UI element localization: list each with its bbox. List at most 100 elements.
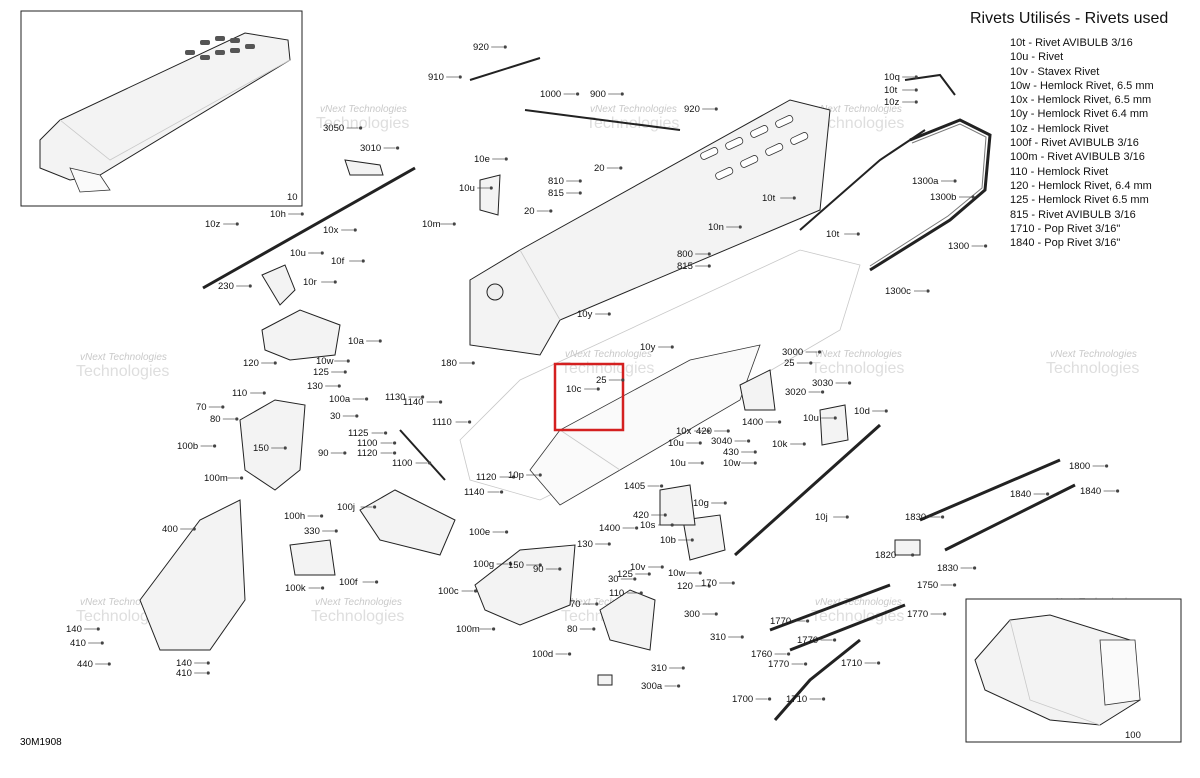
fastener-dot [361,259,365,263]
fastener-dot [607,542,611,546]
watermark-text: Technologies [811,608,904,625]
fastener-dot [941,515,945,519]
fastener-dot [973,566,977,570]
fastener-dot [971,195,975,199]
legend-item: 10u - Rivet [1010,51,1064,64]
callout-label: 10y [577,309,593,320]
rear-bumper [799,73,992,272]
fastener-dot [723,501,727,505]
callout-label: 330 [304,526,320,537]
fastener-dot [690,538,694,542]
fastener-dot [621,378,625,382]
fastener-dot [1116,489,1120,493]
fastener-dot [707,252,711,256]
callout-label: 1400 [599,523,620,534]
callout-label: 440 [77,659,93,670]
callout-label: 1710 [841,658,862,669]
callout-label: 1300b [930,192,956,203]
callout-label: 815 [548,188,564,199]
callout-label: 1770 [797,635,818,646]
fastener-dot [334,529,338,533]
watermark-text: vNext Technologies [1050,349,1137,360]
callout-label: 1100 [357,438,377,449]
callout-label: 300 [684,609,700,620]
callout-label: 420 [633,510,649,521]
fastener-dot [802,442,806,446]
callout-label: 90 [533,564,544,575]
brackets [139,159,921,686]
callout-label: 100m [204,473,228,484]
fastener-dot [596,387,600,391]
callout-label: 10w [668,568,686,579]
watermark-text: Technologies [561,360,654,377]
fastener-dot [914,88,918,92]
fastener-dot [698,571,702,575]
callout-label: 1760 [751,649,772,660]
fastener-dot [806,619,810,623]
callout-label: 810 [548,176,564,187]
fastener-dot [373,505,377,509]
fastener-dot [595,602,599,606]
legend-item: 1710 - Pop Rivet 3/16" [1010,222,1121,235]
callout-label: 100e [469,527,490,538]
callout-label: 150 [508,560,524,571]
fastener-dot [1105,464,1109,468]
fastener-dot [353,228,357,232]
fastener-dot [677,684,681,688]
callout-label: 1840 [1080,486,1101,497]
callout-label: 90 [318,448,329,459]
watermark-text: vNext Technologies [80,597,167,608]
callout-label: 815 [677,261,693,272]
fastener-dot [365,397,369,401]
fastener-dot [558,567,562,571]
callout-label: 1300 [948,241,969,252]
fastener-dot [670,345,674,349]
fastener-dot [549,209,553,213]
callout-label: 10w [316,356,334,367]
callout-label: 1130 [385,392,405,403]
callout-label: 1840 [1010,489,1031,500]
callout-label: 1120 [357,448,377,459]
tunnel-assembly [459,99,861,506]
callout-label: 30 [608,574,619,585]
rails [202,57,1076,721]
watermark-text: vNext Technologies [80,352,167,363]
callout-label: 1300a [912,176,939,187]
fastener-dot [206,671,210,675]
fastener-dot [509,562,513,566]
callout-label: 140 [66,624,82,635]
callout-label: 10k [772,439,788,450]
callout-label: 3040 [711,436,732,447]
fastener-dot [953,179,957,183]
callout-label: 120 [243,358,259,369]
fastener-dot [393,441,397,445]
callout-label: 1710 [786,694,807,705]
fastener-dot [707,584,711,588]
fastener-dot [576,92,580,96]
callout-label: 1800 [1069,461,1090,472]
fastener-dot [778,420,782,424]
legend-item: 110 - Hemlock Rivet [1010,165,1109,178]
callout-label: 1770 [768,659,789,670]
watermark-text: vNext Technologies [590,104,677,115]
watermark-text: Technologies [811,115,904,132]
fastener-dot [768,697,772,701]
callout-label: 1100 [392,458,412,469]
fastener-dot [343,451,347,455]
callout-label: 10u [803,413,819,424]
callout-label: 10g [693,498,709,509]
callout-label: 1830 [937,563,958,574]
fastener-dot [884,409,888,413]
callout-label: 10u [459,183,475,194]
callout-label: 110 [609,588,624,599]
callout-label: 10t [762,193,776,204]
watermark-text: Technologies [76,363,169,380]
legend-item: 10z - Hemlock Rivet [1010,122,1109,135]
callout-label: 120 [677,581,693,592]
watermark-text: vNext Technologies [565,597,652,608]
callout-label: 400 [162,524,178,535]
legend-item: 10v - Stavex Rivet [1010,65,1100,78]
fastener-dot [235,417,239,421]
fastener-dot [578,179,582,183]
